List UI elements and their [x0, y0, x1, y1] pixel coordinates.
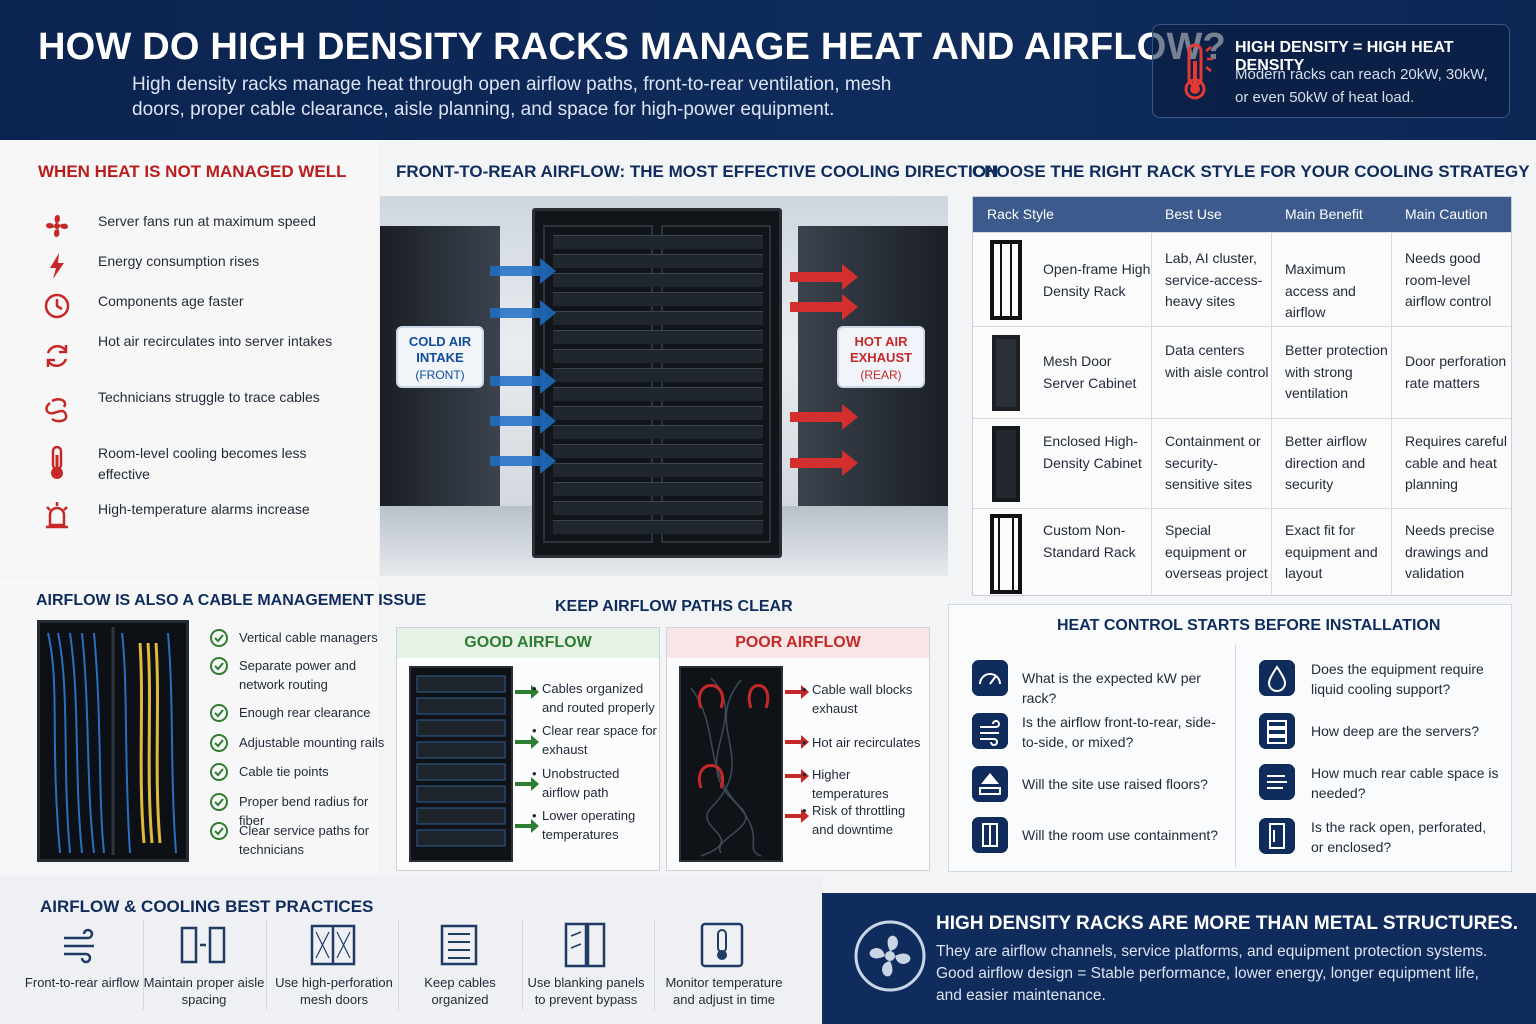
fan-icon	[46, 215, 68, 237]
server-icon	[1259, 713, 1295, 749]
mesh-door-cabinet-icon	[992, 335, 1020, 411]
open-frame-rack-icon	[990, 240, 1022, 320]
table-header: Rack Style Best Use Main Benefit Main Ca…	[973, 197, 1511, 232]
blanking-panel-icon	[564, 922, 606, 968]
clear-paths-title: KEEP AIRFLOW PATHS CLEAR	[555, 598, 793, 615]
best-practices-panel	[0, 876, 822, 1024]
heat-density-callout: HIGH DENSITY = HIGH HEAT DENSITY Modern …	[1152, 24, 1510, 118]
heat-control-title: HEAT CONTROL STARTS BEFORE INSTALLATION	[1057, 617, 1441, 634]
cable-managed-rack-image	[37, 620, 189, 862]
server-unit	[553, 330, 763, 344]
heat-issues-panel	[0, 140, 378, 576]
server-unit	[553, 387, 763, 401]
heat-issues-title: WHEN HEAT IS NOT MANAGED WELL	[38, 162, 347, 181]
front-rear-airflow-image: COLD AIR INTAKE (FRONT) HOT AIR EXHAUST …	[380, 196, 948, 576]
server-unit	[553, 273, 763, 287]
droplet-icon	[1259, 660, 1295, 696]
poor-airflow-title: POOR AIRFLOW	[667, 628, 929, 658]
check-icon	[210, 734, 228, 752]
best-practices-title: AIRFLOW & COOLING BEST PRACTICES	[40, 897, 374, 916]
cable-icon	[45, 398, 68, 423]
fan-icon	[854, 920, 926, 992]
aisle-icon	[180, 926, 226, 964]
enclosed-cabinet-icon	[992, 426, 1020, 502]
hot-air-exhaust-label: HOT AIR EXHAUST (REAR)	[837, 326, 925, 388]
check-icon	[210, 704, 228, 722]
page-subtitle: High density racks manage heat through o…	[132, 74, 892, 120]
server-unit	[553, 463, 763, 477]
table-row: Mesh Door Server Cabinet Data centers wi…	[973, 326, 1511, 418]
gauge-icon	[972, 660, 1008, 696]
server-unit	[553, 501, 763, 515]
check-icon	[210, 763, 228, 781]
front-rear-title: FRONT-TO-REAR AIRFLOW: THE MOST EFFECTIV…	[396, 162, 999, 181]
server-unit	[553, 292, 763, 306]
heat-control-panel	[948, 604, 1512, 872]
poor-airflow-panel: POOR AIRFLOW Cable wall blocks exhaust H…	[666, 627, 930, 871]
cable-space-icon	[1259, 764, 1295, 800]
lightning-icon	[50, 253, 64, 279]
page-title: HOW DO HIGH DENSITY RACKS MANAGE HEAT AN…	[38, 26, 1226, 68]
rack-style-title: CHOOSE THE RIGHT RACK STYLE FOR YOUR COO…	[972, 162, 1530, 181]
table-row: Custom Non-Standard Rack Special equipme…	[973, 508, 1511, 596]
good-airflow-rack-image	[409, 666, 513, 862]
server-unit	[553, 520, 763, 534]
table-row: Open-frame High Density Rack Lab, AI clu…	[973, 232, 1511, 326]
server-unit	[553, 482, 763, 496]
server-unit	[553, 425, 763, 439]
custom-rack-icon	[990, 514, 1022, 594]
rack-side-door	[661, 225, 771, 543]
temperature-monitor-icon	[700, 922, 744, 968]
recirculate-icon	[46, 344, 68, 368]
callout-body: Modern racks can reach 20kW, 30kW, or ev…	[1235, 66, 1488, 106]
check-icon	[210, 822, 228, 840]
thermometer-icon	[51, 445, 63, 479]
door-icon	[972, 817, 1008, 853]
table-row: Enclosed High-Density Cabinet Containmen…	[973, 418, 1511, 508]
check-icon	[210, 793, 228, 811]
clock-icon	[44, 293, 70, 319]
cable-title: AIRFLOW IS ALSO A CABLE MANAGEMENT ISSUE	[36, 592, 427, 609]
mesh-door-icon	[310, 924, 356, 966]
airflow-arrows	[490, 258, 858, 476]
server-unit	[553, 254, 763, 268]
server-unit	[553, 444, 763, 458]
cold-air-intake-label: COLD AIR INTAKE (FRONT)	[396, 326, 484, 388]
cable-organizer-icon	[440, 924, 478, 966]
header-banner: HOW DO HIGH DENSITY RACKS MANAGE HEAT AN…	[0, 0, 1536, 140]
good-airflow-title: GOOD AIRFLOW	[397, 628, 659, 658]
server-unit	[553, 406, 763, 420]
footer-body: They are airflow channels, service platf…	[936, 943, 1488, 1004]
poor-airflow-rack-image	[679, 666, 783, 862]
raised-floor-icon	[972, 766, 1008, 802]
callout-title: HIGH DENSITY = HIGH HEAT DENSITY	[1235, 39, 1454, 74]
footer-title: HIGH DENSITY RACKS ARE MORE THAN METAL S…	[936, 913, 1518, 934]
check-icon	[210, 629, 228, 647]
airflow-icon	[64, 928, 94, 964]
footer-banner: HIGH DENSITY RACKS ARE MORE THAN METAL S…	[822, 893, 1536, 1024]
server-unit	[553, 311, 763, 325]
server-unit	[553, 349, 763, 363]
wind-icon	[972, 713, 1008, 749]
alarm-icon	[46, 502, 68, 529]
rack-style-table: Rack Style Best Use Main Benefit Main Ca…	[972, 196, 1512, 596]
thermometer-icon	[1184, 43, 1213, 100]
rack-door-icon	[1259, 818, 1295, 854]
server-unit	[553, 368, 763, 382]
good-airflow-panel: GOOD AIRFLOW Cables organized and routed…	[396, 627, 660, 871]
server-unit	[553, 235, 763, 249]
check-icon	[210, 657, 228, 675]
